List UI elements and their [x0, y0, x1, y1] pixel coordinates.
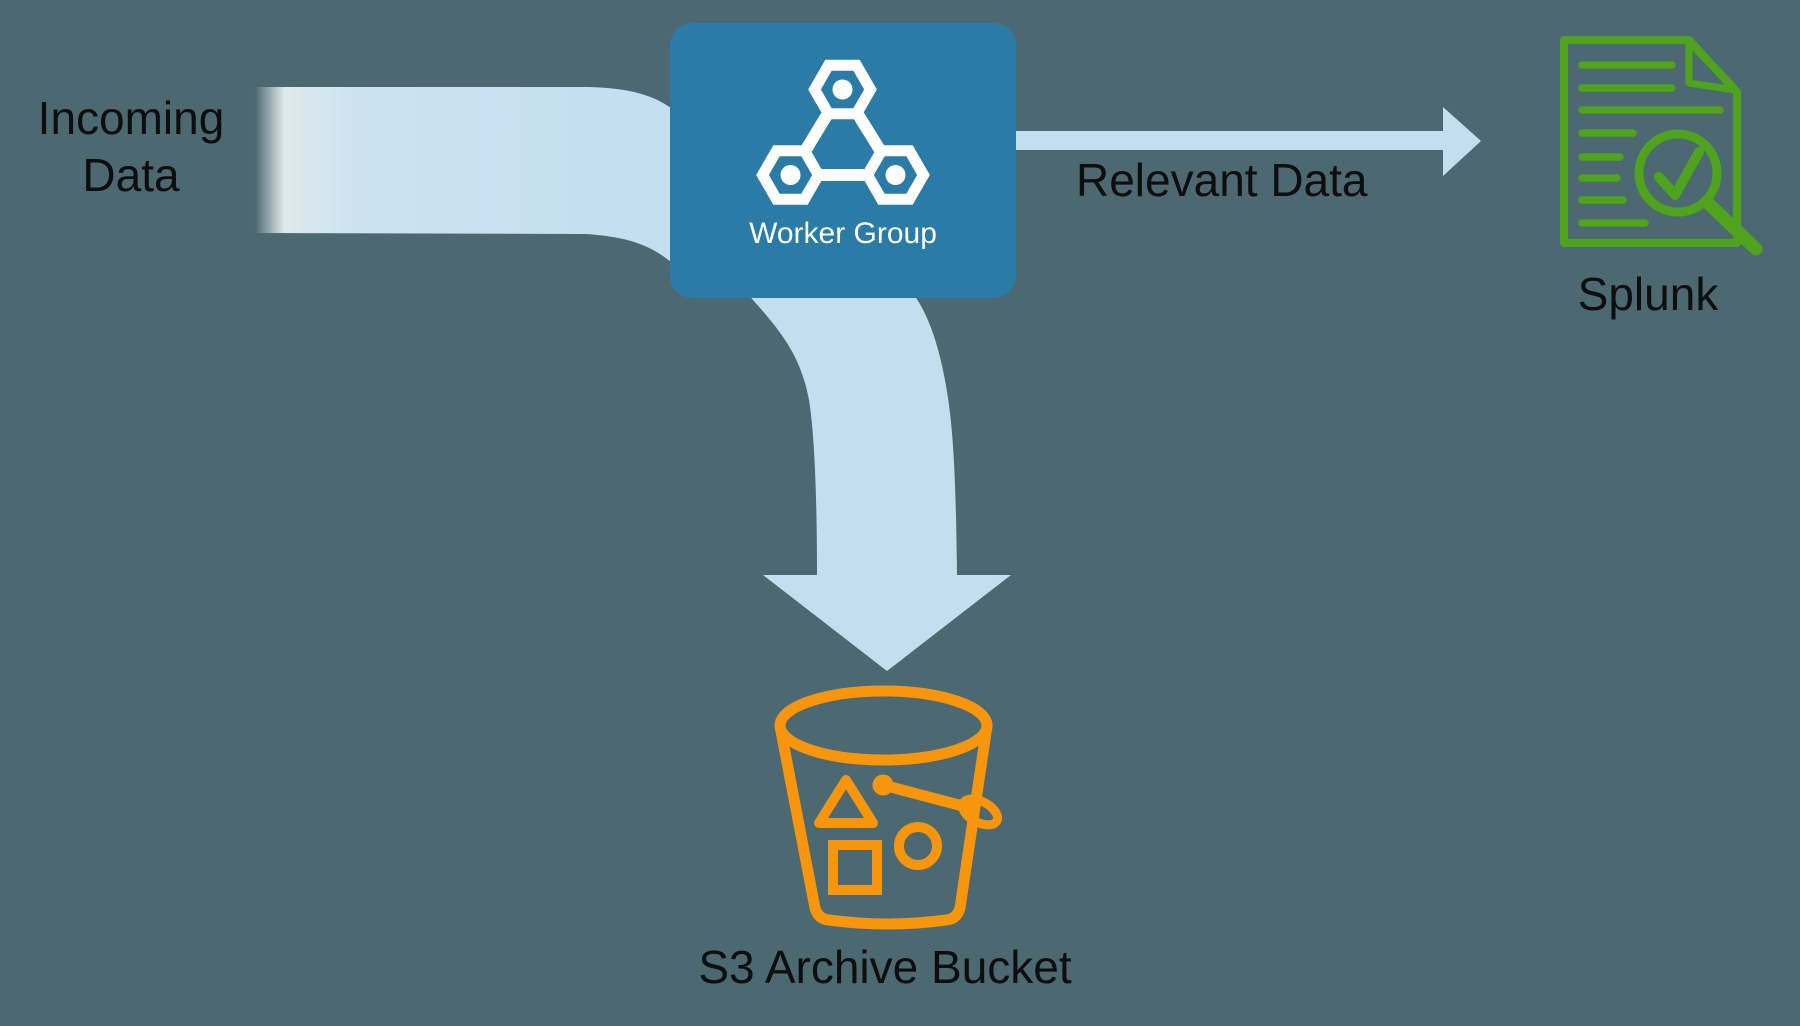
incoming-data-flow-band	[255, 87, 671, 262]
magnifier-lens	[1634, 129, 1722, 217]
relevant-data-edge-label: Relevant Data	[1076, 154, 1368, 206]
worker-to-s3-arrow	[745, 291, 1011, 671]
s3-archive-bucket-label: S3 Archive Bucket	[698, 941, 1072, 993]
handle-knob	[872, 774, 894, 796]
checkmark	[1654, 147, 1704, 200]
document-search-check-icon	[1560, 36, 1763, 256]
bucket-body	[774, 720, 993, 930]
worker-group-label: Worker Group	[749, 217, 937, 250]
bucket-rim	[774, 685, 993, 766]
splunk-label: Splunk	[1577, 268, 1719, 320]
triangle-shape	[814, 775, 878, 828]
document-text-lines	[1578, 61, 1724, 227]
circle-shape	[894, 822, 942, 870]
worker-to-splunk-arrow	[1016, 107, 1481, 176]
incoming-data-label: Incoming Data	[37, 92, 225, 201]
square-shape	[828, 840, 882, 895]
s3-bucket-icon	[774, 685, 1002, 930]
magnifier-handle	[1702, 197, 1763, 256]
worker-group-node: Worker Group	[670, 23, 1016, 298]
handle-ring	[958, 794, 1002, 830]
worker-group-hexagons-icon	[756, 59, 930, 205]
